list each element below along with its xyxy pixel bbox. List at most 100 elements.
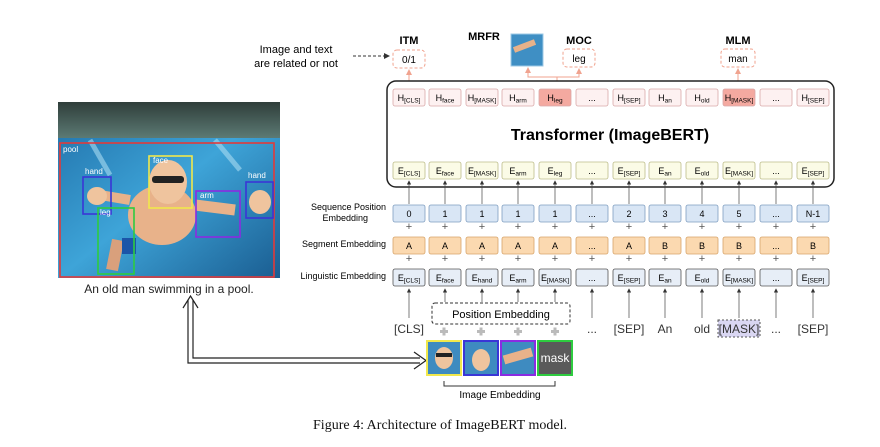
position-embedding-box: [431, 302, 571, 325]
sequence-position-box: [501, 204, 535, 223]
plus-sign: +: [773, 221, 779, 233]
input-token-box: [465, 161, 499, 180]
sequence-position-label: 5: [736, 209, 741, 219]
image-token-arm: [500, 340, 536, 376]
segment-box: [722, 236, 756, 255]
linguistic-token-box: [759, 268, 793, 287]
sequence-position-box: [465, 204, 499, 223]
plus-sign: +: [699, 253, 705, 265]
itm-output-value: 0/1: [402, 55, 416, 66]
output-token-box: [685, 88, 719, 107]
plus-sign: +: [479, 253, 485, 265]
segment-label: A: [626, 241, 632, 251]
input-token-box: [428, 161, 462, 180]
sequence-position-box: [392, 204, 426, 223]
segment-label: A: [479, 241, 485, 251]
plus-sign: +: [662, 253, 668, 265]
linguistic-token-box: [575, 268, 609, 287]
output-token-box: [501, 88, 535, 107]
embedding-labels: Sequence Position Embedding Segment Embe…: [300, 202, 386, 281]
sequence-embedding-label-line1: Sequence Position: [311, 202, 386, 212]
sequence-position-box: [428, 204, 462, 223]
region-pool: [59, 142, 275, 278]
plus-sign: +: [810, 221, 816, 233]
plus-sign: +: [773, 253, 779, 265]
plus-signs: ++++++++++++++++++++++++: [406, 221, 816, 265]
input-token-box: [685, 161, 719, 180]
output-token-label: Hold: [694, 93, 710, 105]
plus-sign: +: [736, 253, 742, 265]
input-token-label: E[SEP]: [618, 166, 641, 178]
output-token-box: [575, 88, 609, 107]
sequence-position-box: [685, 204, 719, 223]
sequence-position-label: ...: [588, 209, 596, 219]
input-token-box: [722, 161, 756, 180]
region-label-leg: leg: [100, 208, 111, 217]
segment-label: ...: [772, 241, 780, 251]
segment-box: [392, 236, 426, 255]
swimmer-photo: [58, 102, 280, 278]
mlm-output-box: [720, 48, 756, 68]
plus-sign: +: [626, 253, 632, 265]
plus-sign: +: [662, 221, 668, 233]
input-token-box: [796, 161, 830, 180]
output-token-box: [796, 88, 830, 107]
output-token-label: ...: [772, 93, 780, 103]
output-token-label: Hface: [436, 93, 455, 105]
output-token-box: [428, 88, 462, 107]
sequence-position-label: 1: [479, 209, 484, 219]
segment-label: A: [442, 241, 448, 251]
linguistic-token-box: [428, 268, 462, 287]
input-token-label: E[MASK]: [725, 166, 753, 178]
input-token: [MASK]: [719, 322, 760, 336]
sequence-position-box: [759, 204, 793, 223]
sequence-position-box: [612, 204, 646, 223]
segment-box: [759, 236, 793, 255]
sequence-position-box: [575, 204, 609, 223]
image-token-face: [426, 340, 462, 376]
output-token-label: ...: [588, 93, 596, 103]
sequence-position-label: 1: [442, 209, 447, 219]
linguistic-token-label: Eface: [436, 273, 455, 285]
plus-sign: +: [589, 221, 595, 233]
region-label-face: face: [153, 156, 169, 165]
sequence-position-label: 0: [406, 209, 411, 219]
segment-label: A: [515, 241, 521, 251]
input-token-box: [612, 161, 646, 180]
segment-label: A: [552, 241, 558, 251]
input-token: ...: [771, 322, 781, 336]
linguistic-token-label: ...: [588, 273, 596, 283]
output-token-box: [465, 88, 499, 107]
moc-title: MOC: [566, 35, 592, 47]
output-token-box: [759, 88, 793, 107]
linguistic-token-box: [538, 268, 572, 287]
image-plus-signs: [440, 327, 559, 336]
sequence-position-box: [722, 204, 756, 223]
itm-note-line2: are related or not: [254, 58, 338, 70]
linguistic-token-label: Eold: [695, 273, 710, 285]
region-arm: [195, 190, 241, 238]
itm-output-box: [392, 49, 426, 69]
image-token-hand: [463, 340, 499, 376]
region-label-hand: hand: [85, 167, 103, 176]
output-token-box: [648, 88, 682, 107]
segment-box: [796, 236, 830, 255]
output-token-box: [392, 88, 426, 107]
segment-embedding-label: Segment Embedding: [302, 239, 386, 249]
column-arrows: [406, 180, 816, 318]
moc-output-box: [562, 48, 596, 68]
input-token-label: E[CLS]: [398, 166, 420, 178]
linguistic-token-box: [392, 268, 426, 287]
mask-token-label: mask: [541, 351, 571, 365]
linguistic-token-label: ...: [772, 273, 780, 283]
mask-token-box: [717, 319, 761, 338]
sequence-position-label: 1: [552, 209, 557, 219]
plus-sign: +: [406, 253, 412, 265]
linguistic-token-label: E[SEP]: [618, 273, 641, 285]
position-embedding-label: Position Embedding: [452, 309, 550, 321]
sequence-position-label: N-1: [806, 209, 821, 219]
